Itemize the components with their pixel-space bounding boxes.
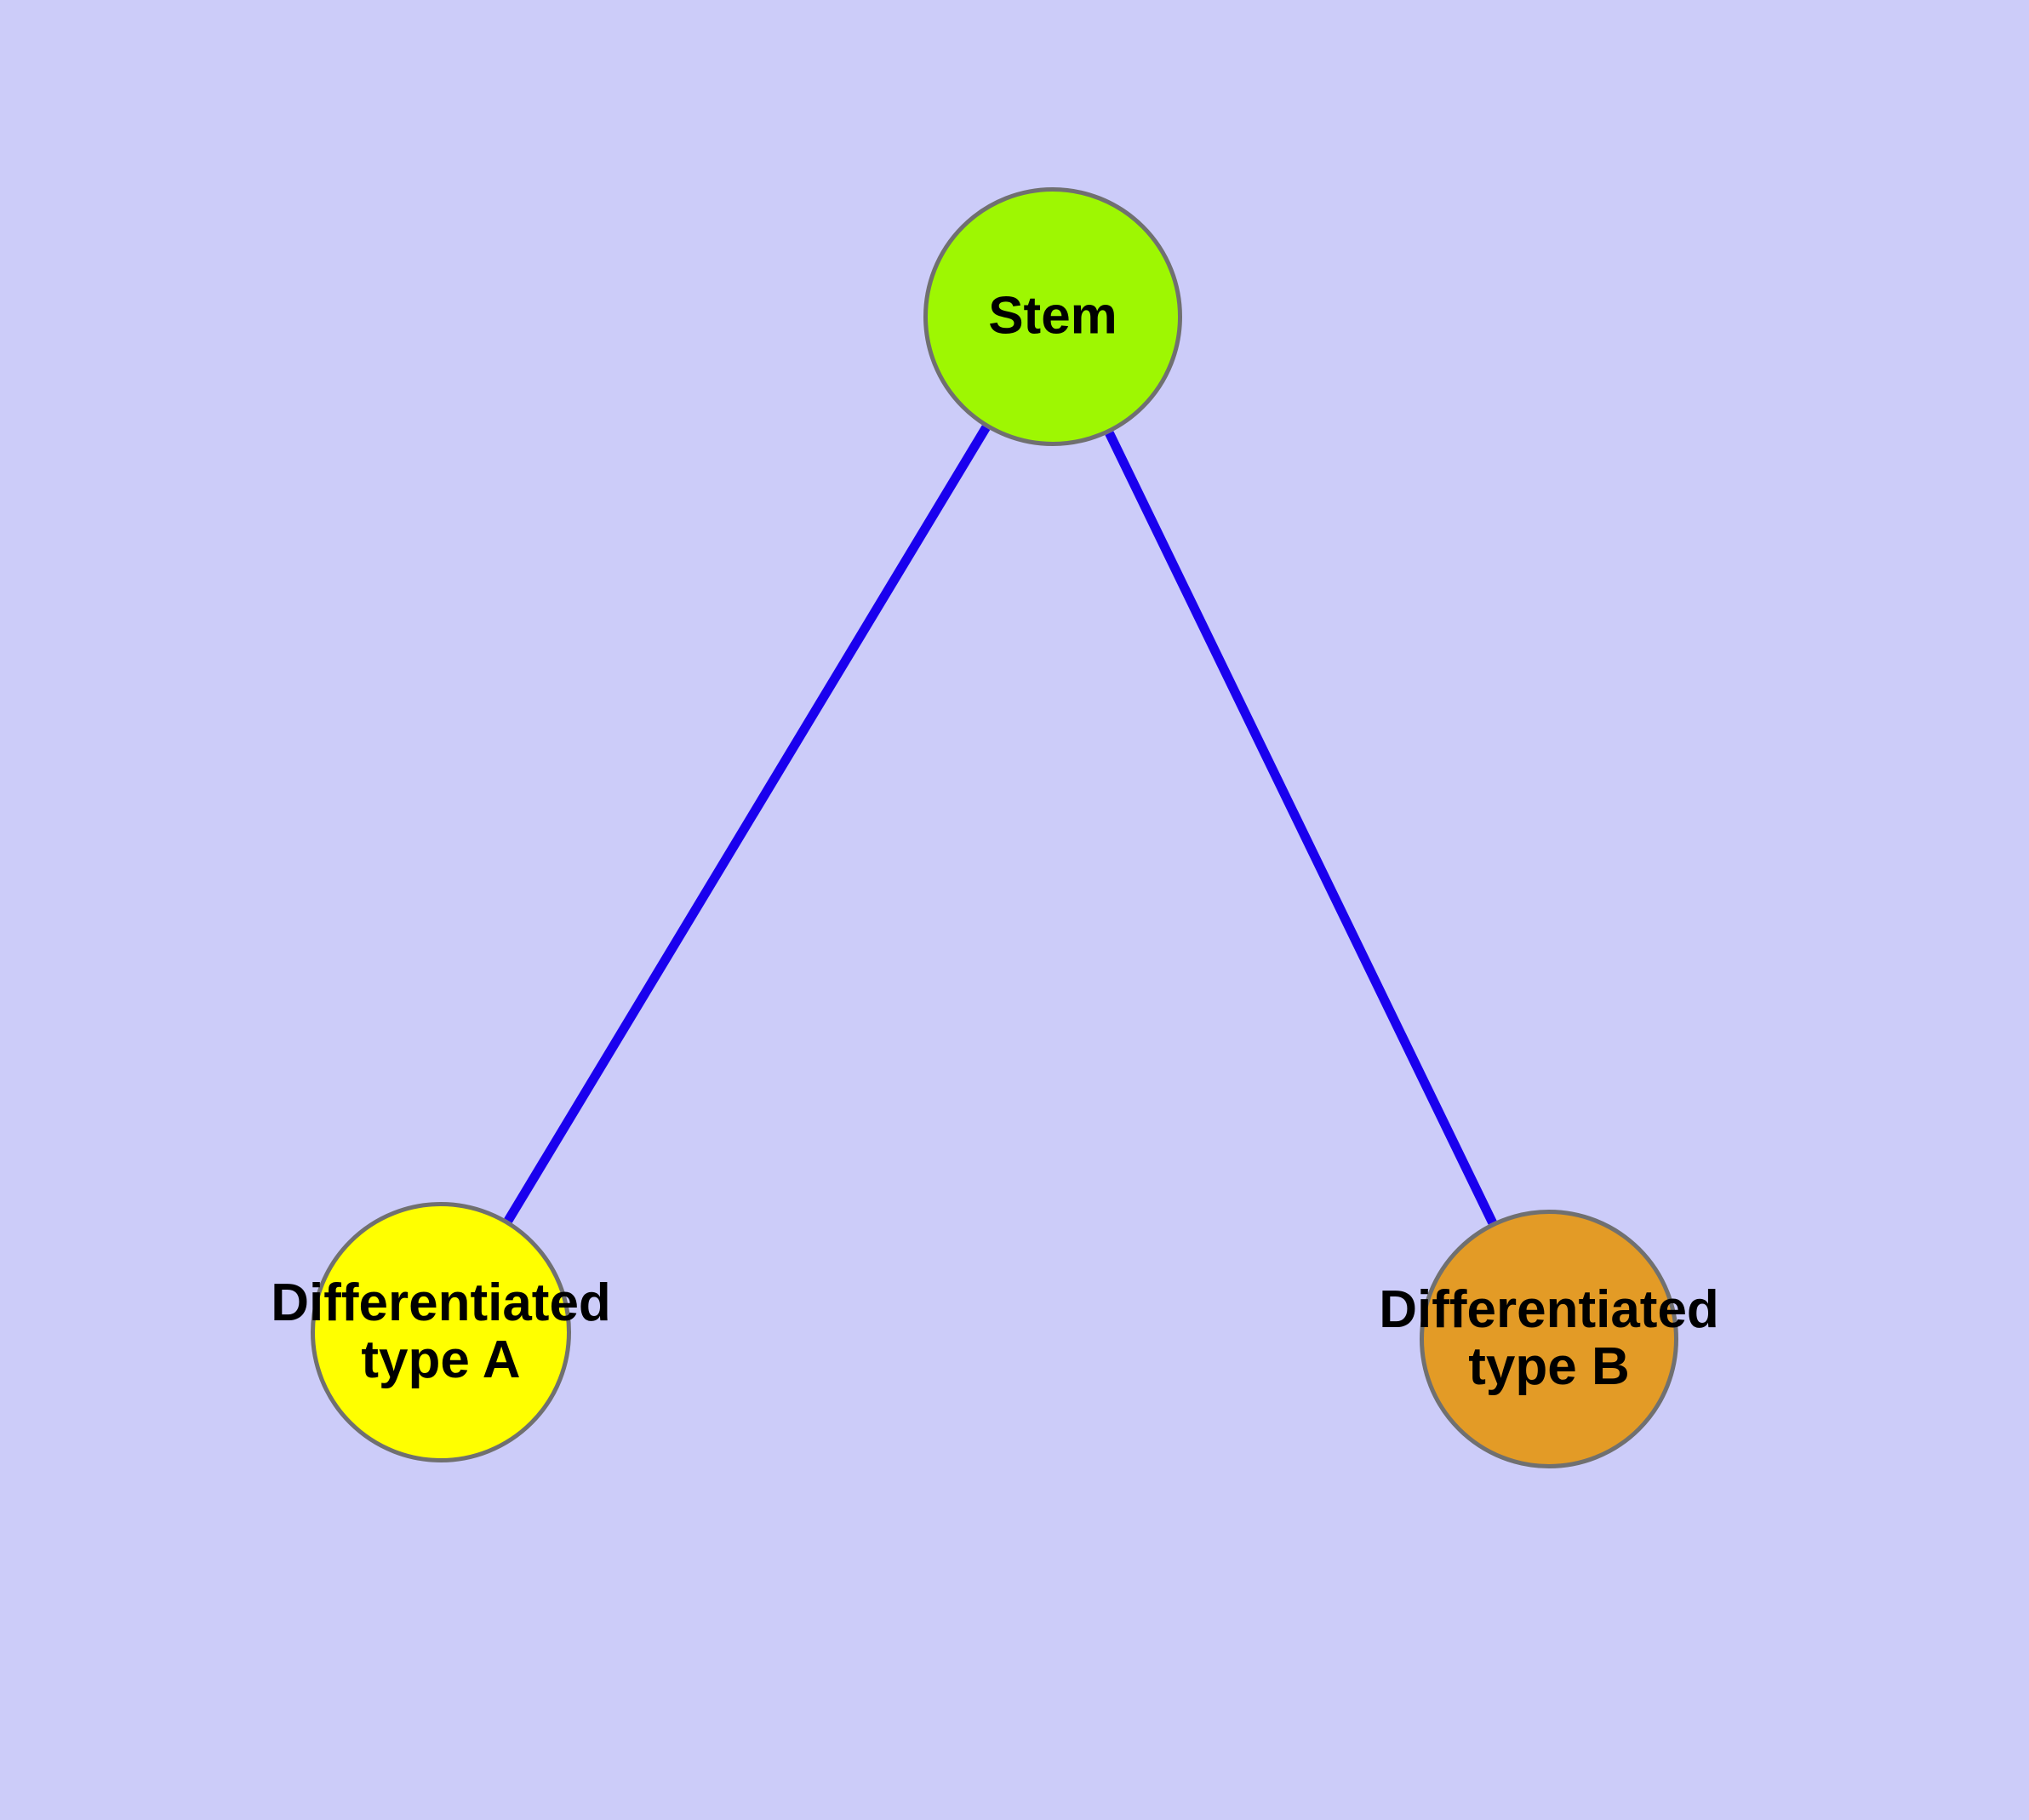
edge-stem-to-b xyxy=(1105,431,1497,1225)
node-differentiated-type-b-label: Differentiated type B xyxy=(1379,1280,1719,1396)
node-stem[interactable]: Stem xyxy=(923,187,1182,446)
node-differentiated-type-a-label: Differentiated type A xyxy=(271,1273,611,1389)
edge-stem-to-a xyxy=(504,425,991,1223)
node-stem-label: Stem xyxy=(988,286,1117,346)
node-differentiated-type-a[interactable]: Differentiated type A xyxy=(271,1202,611,1462)
node-differentiated-type-b[interactable]: Differentiated type B xyxy=(1379,1210,1719,1468)
edges-group xyxy=(504,425,1497,1225)
